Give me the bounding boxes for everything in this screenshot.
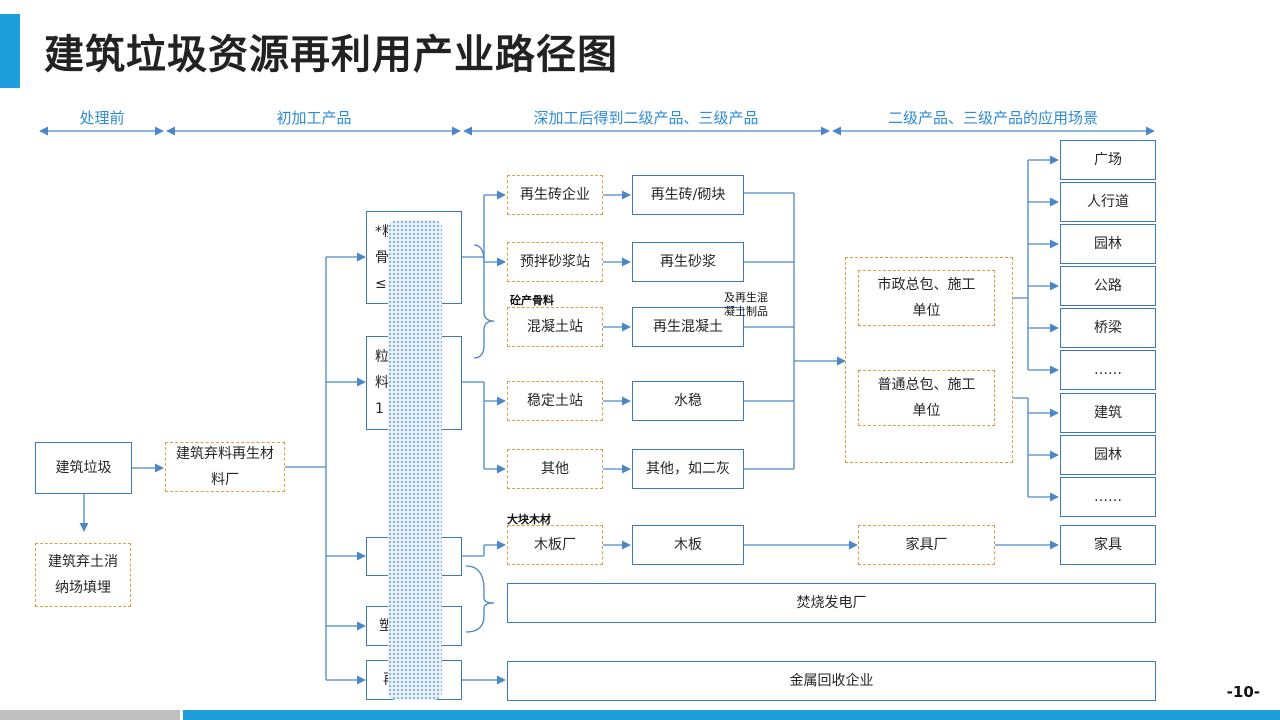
enterprise-label: 再生砖企业 xyxy=(520,187,590,203)
enterprise-label: 木板厂 xyxy=(534,537,576,553)
coarse-aggregate-line-1: 粒 xyxy=(375,349,389,365)
fine-aggregate-line-2: 骨 xyxy=(375,249,389,266)
enterprise-label: 混凝土站 xyxy=(527,319,583,335)
scenario-box: 桥梁 xyxy=(1060,308,1156,348)
landfill-box: 建筑弃土消纳场填埋 xyxy=(35,543,131,607)
phase-label-applications: 二级产品、三级产品的应用场景 xyxy=(887,109,1098,127)
product-label: 再生砖/砌块 xyxy=(650,187,726,203)
product-stabilized: 水稳 xyxy=(632,381,744,421)
construction-waste-box: 建筑垃圾 xyxy=(35,442,132,494)
scenario-label: 广场 xyxy=(1094,152,1122,168)
phase-label-deep-processing: 深加工后得到二级产品、三级产品 xyxy=(533,109,759,127)
enterprise-brick: 再生砖企业 xyxy=(507,175,603,215)
footer-bar-blue xyxy=(183,710,1280,720)
coarse-aggregate-line-2: 料 xyxy=(375,375,389,391)
metal-recycler-label: 金属回收企业 xyxy=(789,673,874,689)
scenario-box: 园林 xyxy=(1060,435,1156,475)
title-accent-bar xyxy=(0,14,20,88)
product-other: 其他，如二灰 xyxy=(632,449,744,489)
note-concrete-products-1: 及再生混 xyxy=(724,291,768,304)
scenario-label: 园林 xyxy=(1094,447,1122,463)
incineration-plant-box: 焚烧发电厂 xyxy=(507,583,1156,623)
phase-label-primary: 初加工产品 xyxy=(276,109,352,127)
product-wood-board: 木板 xyxy=(632,525,744,565)
enterprise-mortar: 预拌砂浆站 xyxy=(507,242,603,282)
municipal-contractor-line-1: 市政总包、施工 xyxy=(877,277,976,293)
scenario-box: 建筑 xyxy=(1060,393,1156,433)
enterprise-concrete: 混凝土站 xyxy=(507,307,603,347)
note-concrete-products-2: 凝土制品 xyxy=(724,305,768,318)
scenario-label: 园林 xyxy=(1094,236,1122,252)
construction-waste-label: 建筑垃圾 xyxy=(55,460,112,476)
scenario-box: …… xyxy=(1060,477,1156,517)
enterprise-label: 预拌砂浆站 xyxy=(520,254,590,270)
scenario-label: 家具 xyxy=(1094,537,1122,553)
footer-bar-grey xyxy=(0,710,180,720)
product-concrete: 再生混凝土 xyxy=(632,307,744,347)
product-label: 木板 xyxy=(674,537,702,553)
incineration-plant-label: 焚烧发电厂 xyxy=(796,595,867,611)
enterprise-other: 其他 xyxy=(507,449,603,489)
municipal-contractor-line-2: 单位 xyxy=(912,303,941,319)
redaction-overlay xyxy=(388,220,442,700)
product-brick: 再生砖/砌块 xyxy=(632,175,744,215)
product-label: 再生混凝土 xyxy=(653,319,723,335)
scenario-label: …… xyxy=(1094,362,1122,378)
product-label: 再生砂浆 xyxy=(660,254,716,270)
scenario-box: 园林 xyxy=(1060,224,1156,264)
product-label: 其他，如二灰 xyxy=(646,461,730,477)
enterprise-wood-board: 木板厂 xyxy=(507,525,603,565)
scenario-box: 公路 xyxy=(1060,266,1156,306)
enterprise-label: 其他 xyxy=(541,461,569,477)
landfill-label: 建筑弃土消纳场填埋 xyxy=(48,554,118,596)
recycling-plant-label: 建筑弃料再生材料厂 xyxy=(176,446,274,488)
scenario-label: 人行道 xyxy=(1087,194,1129,210)
product-mortar: 再生砂浆 xyxy=(632,242,744,282)
enterprise-label: 稳定土站 xyxy=(527,393,583,409)
scenario-box: 广场 xyxy=(1060,140,1156,180)
product-label: 水稳 xyxy=(674,393,702,409)
municipal-contractor-box: 市政总包、施工 单位 xyxy=(858,270,995,326)
fine-aggregate-line-3: ≤ xyxy=(375,275,387,292)
coarse-aggregate-line-3: 1 xyxy=(375,401,384,417)
note-aggregate: 砼产骨料 xyxy=(510,294,554,307)
page-number: -10- xyxy=(1226,683,1260,701)
page-title: 建筑垃圾资源再利用产业路径图 xyxy=(44,32,618,78)
scenario-box: …… xyxy=(1060,350,1156,390)
note-large-wood: 大块木材 xyxy=(507,513,551,526)
scenario-label: 建筑 xyxy=(1094,405,1122,421)
furniture-factory-label: 家具厂 xyxy=(905,537,948,553)
general-contractor-line-2: 单位 xyxy=(912,403,941,419)
metal-recycler-box: 金属回收企业 xyxy=(507,661,1156,701)
scenario-label: 公路 xyxy=(1094,278,1122,294)
furniture-factory-box: 家具厂 xyxy=(858,525,995,565)
scenario-box: 人行道 xyxy=(1060,182,1156,222)
general-contractor-box: 普通总包、施工 单位 xyxy=(858,370,995,426)
enterprise-stabilized-soil: 稳定土站 xyxy=(507,381,603,421)
scenario-label: 桥梁 xyxy=(1094,320,1122,336)
recycling-plant-box: 建筑弃料再生材料厂 xyxy=(165,442,285,492)
phase-label-before: 处理前 xyxy=(79,109,125,127)
scenario-label: …… xyxy=(1094,489,1122,505)
general-contractor-line-1: 普通总包、施工 xyxy=(877,377,976,393)
scenario-box: 家具 xyxy=(1060,525,1156,565)
